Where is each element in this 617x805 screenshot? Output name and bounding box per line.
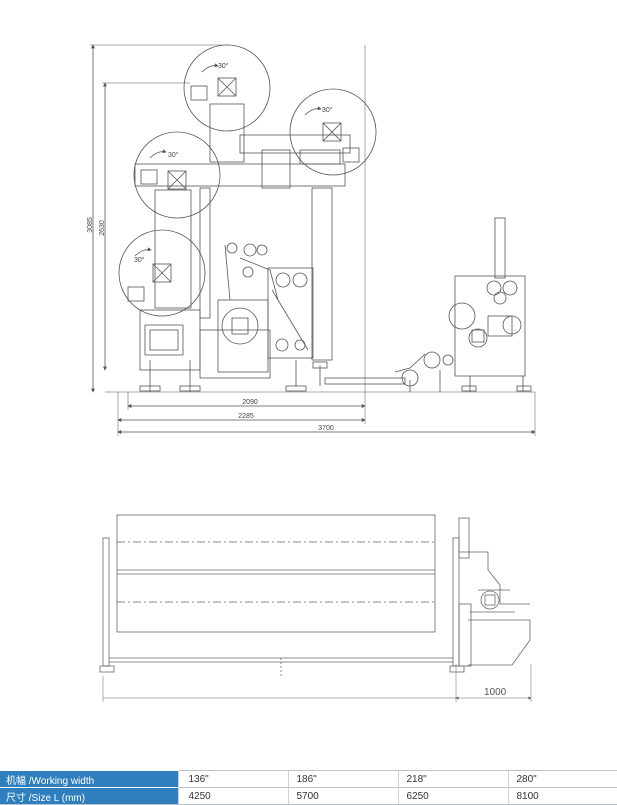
rotation-circle-2 xyxy=(289,88,377,176)
table-cell: 136" xyxy=(177,770,288,788)
fan-unit-4 xyxy=(127,263,172,302)
angle-label-3: 30° xyxy=(168,151,179,159)
table-row: 尺寸 /Size L (mm) 4250 5700 6250 8100 xyxy=(0,787,617,805)
rotation-circle-3 xyxy=(133,131,221,219)
technical-drawing: 3085 2630 2090 2285 3700 30° 30° 30° 30° xyxy=(87,44,536,702)
fan-unit-1 xyxy=(190,77,237,101)
width-2090-label: 2090 xyxy=(242,399,258,406)
table-row: 机幅 /Working width 136" 186" 218" 280" xyxy=(0,770,617,788)
spec-table: 机幅 /Working width 136" 186" 218" 280" 尺寸… xyxy=(0,770,617,805)
table-cell: 218" xyxy=(397,770,508,788)
rotation-circle-1 xyxy=(183,44,271,132)
table-cell: 6250 xyxy=(397,787,508,805)
table-cell: 8100 xyxy=(507,787,617,805)
table-cell: 5700 xyxy=(287,787,398,805)
elevation-view xyxy=(90,44,536,436)
row-label-working-width: 机幅 /Working width xyxy=(0,770,178,788)
angle-label-4: 30° xyxy=(134,256,145,264)
right-column xyxy=(311,187,333,361)
dim-1000-label: 1000 xyxy=(484,687,507,698)
table-cell: 280" xyxy=(507,770,617,788)
angle-label-2: 30° xyxy=(322,106,333,114)
table-cell: 186" xyxy=(287,770,398,788)
fan-unit-2 xyxy=(322,122,360,163)
right-unit xyxy=(454,275,526,377)
plan-view xyxy=(99,514,532,702)
rotation-circle-4 xyxy=(118,229,206,317)
angle-label-1: 30° xyxy=(218,62,229,70)
table-cell: 4250 xyxy=(177,787,288,805)
width-3700-label: 3700 xyxy=(318,425,334,432)
height-inner-label: 2630 xyxy=(99,220,106,236)
height-total-label: 3085 xyxy=(87,217,94,233)
width-2285-label: 2285 xyxy=(238,413,254,420)
main-beam xyxy=(134,163,346,187)
row-label-size: 尺寸 /Size L (mm) xyxy=(0,787,178,805)
